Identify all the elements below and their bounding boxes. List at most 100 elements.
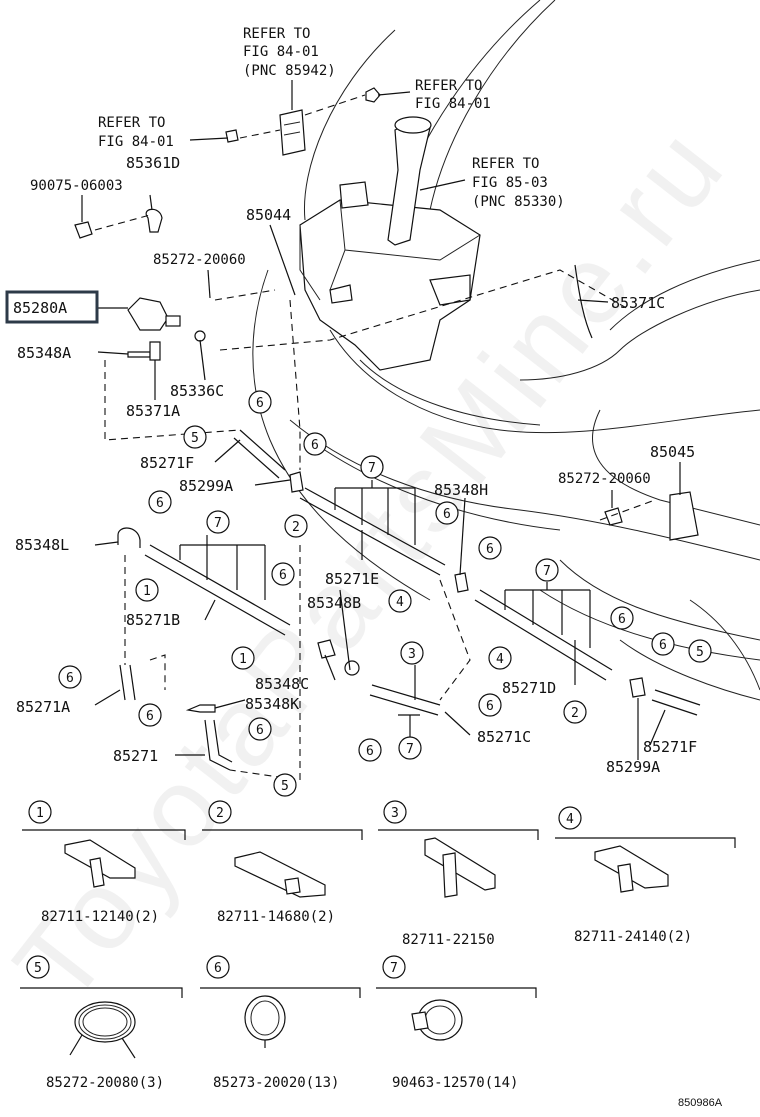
legend-part-4[interactable]: 82711-24140(2) xyxy=(574,929,692,945)
label-85271[interactable]: 85271 xyxy=(113,747,158,765)
svg-text:6: 6 xyxy=(279,568,287,583)
svg-text:4: 4 xyxy=(396,595,404,610)
svg-text:6: 6 xyxy=(256,396,264,411)
callout-3: 3 xyxy=(400,641,424,665)
callout-circles: 6 5 6 7 6 7 2 6 6 7 6 1 4 6 6 5 1 4 3 6 … xyxy=(58,390,712,797)
label-85336C[interactable]: 85336C xyxy=(170,382,224,400)
ref-top-left-line3: (PNC 85942) xyxy=(243,63,336,79)
svg-text:6: 6 xyxy=(659,638,667,653)
svg-text:6: 6 xyxy=(66,671,74,686)
label-85271B[interactable]: 85271B xyxy=(126,611,180,629)
label-85348A[interactable]: 85348A xyxy=(17,344,71,362)
label-85271A[interactable]: 85271A xyxy=(16,698,70,716)
washer-motor-drawing xyxy=(127,208,206,342)
svg-text:1: 1 xyxy=(143,584,151,599)
legend-item-7: 7 90463-12570(14) xyxy=(376,955,537,1091)
label-85348K[interactable]: 85348K xyxy=(245,695,299,713)
label-85348L[interactable]: 85348L xyxy=(15,536,69,554)
callout-6: 6 xyxy=(271,562,295,586)
svg-text:2: 2 xyxy=(571,706,579,721)
label-85299A-a[interactable]: 85299A xyxy=(179,477,233,495)
label-85348C[interactable]: 85348C xyxy=(255,675,309,693)
ref-tank-line1: REFER TO xyxy=(472,156,539,172)
legend-part-7[interactable]: 90463-12570(14) xyxy=(392,1075,518,1091)
valve-85348c-drawing xyxy=(317,639,336,659)
svg-text:6: 6 xyxy=(311,438,319,453)
label-90075-06003[interactable]: 90075-06003 xyxy=(30,178,123,194)
svg-text:6: 6 xyxy=(146,709,154,724)
callout-6: 6 xyxy=(478,693,502,717)
dashed-leader-lines xyxy=(94,94,656,781)
clip-4-drawing xyxy=(594,845,669,889)
label-85361D[interactable]: 85361D xyxy=(126,154,180,172)
legend-item-5: 5 85272-20080(3) xyxy=(20,955,183,1091)
callout-6: 6 xyxy=(148,490,172,514)
relay-drawing xyxy=(279,109,306,156)
label-85371C[interactable]: 85371C xyxy=(611,294,665,312)
callout-4: 4 xyxy=(388,589,412,613)
callout-6: 6 xyxy=(138,703,162,727)
svg-text:5: 5 xyxy=(696,645,704,660)
joint-85348k-drawing xyxy=(185,704,216,713)
svg-text:6: 6 xyxy=(618,612,626,627)
callout-6: 6 xyxy=(248,717,272,741)
callout-6: 6 xyxy=(478,536,502,560)
callout-6: 6 xyxy=(303,432,327,456)
svg-text:7: 7 xyxy=(368,461,376,476)
label-85348B[interactable]: 85348B xyxy=(307,594,361,612)
label-85272-20060-b[interactable]: 85272-20060 xyxy=(558,471,651,487)
legend-item-4: 4 82711-24140(2) xyxy=(555,806,736,945)
label-85271E[interactable]: 85271E xyxy=(325,570,379,588)
svg-text:6: 6 xyxy=(214,961,222,976)
svg-text:5: 5 xyxy=(34,961,42,976)
vehicle-body-outline xyxy=(252,0,760,701)
callout-2: 2 xyxy=(284,514,308,538)
legend-part-5[interactable]: 85272-20080(3) xyxy=(46,1075,164,1091)
callout-6: 6 xyxy=(610,606,634,630)
label-85371A[interactable]: 85371A xyxy=(126,402,180,420)
callout-5: 5 xyxy=(183,425,207,449)
callout-2: 2 xyxy=(563,700,587,724)
label-85271F-b[interactable]: 85271F xyxy=(643,738,697,756)
ref-top-right-line2: FIG 84-01 xyxy=(415,96,491,112)
label-85044[interactable]: 85044 xyxy=(246,206,291,224)
label-85271C[interactable]: 85271C xyxy=(477,728,531,746)
legend-item-3: 3 82711-22150 xyxy=(378,800,539,948)
callout-6: 6 xyxy=(58,665,82,689)
joint-a-drawing xyxy=(127,351,151,358)
legend-part-6[interactable]: 85273-20020(13) xyxy=(213,1075,339,1091)
callout-6: 6 xyxy=(435,501,459,525)
label-85299A-b[interactable]: 85299A xyxy=(606,758,660,776)
ref-top-right-line1: REFER TO xyxy=(415,78,482,94)
svg-text:6: 6 xyxy=(486,542,494,557)
label-85271D[interactable]: 85271D xyxy=(502,679,556,697)
hose-drawing xyxy=(574,264,593,339)
svg-text:7: 7 xyxy=(214,516,222,531)
legend-item-6: 6 85273-20020(13) xyxy=(200,955,361,1091)
label-85348H[interactable]: 85348H xyxy=(434,481,488,499)
washer-hoses xyxy=(119,429,701,771)
label-85271F-a[interactable]: 85271F xyxy=(140,454,194,472)
nozzle-drawing xyxy=(669,491,699,541)
label-85272-20060-a[interactable]: 85272-20060 xyxy=(153,252,246,268)
svg-text:5: 5 xyxy=(281,779,289,794)
svg-text:1: 1 xyxy=(36,806,44,821)
callout-5: 5 xyxy=(273,773,297,797)
svg-text:6: 6 xyxy=(443,507,451,522)
svg-text:4: 4 xyxy=(566,812,574,827)
legend-part-3[interactable]: 82711-22150 xyxy=(402,932,495,948)
legend-part-2[interactable]: 82711-14680(2) xyxy=(217,909,335,925)
callout-1: 1 xyxy=(135,578,159,602)
label-85045[interactable]: 85045 xyxy=(650,443,695,461)
svg-text:7: 7 xyxy=(390,961,398,976)
svg-text:3: 3 xyxy=(391,806,399,821)
callout-6: 6 xyxy=(358,738,382,762)
label-85280A[interactable]: 85280A xyxy=(13,299,67,317)
svg-text:6: 6 xyxy=(366,744,374,759)
nut-drawing xyxy=(365,87,381,103)
svg-text:6: 6 xyxy=(256,723,264,738)
legend-item-2: 2 82711-14680(2) xyxy=(202,800,363,925)
legend-part-1[interactable]: 82711-12140(2) xyxy=(41,909,159,925)
